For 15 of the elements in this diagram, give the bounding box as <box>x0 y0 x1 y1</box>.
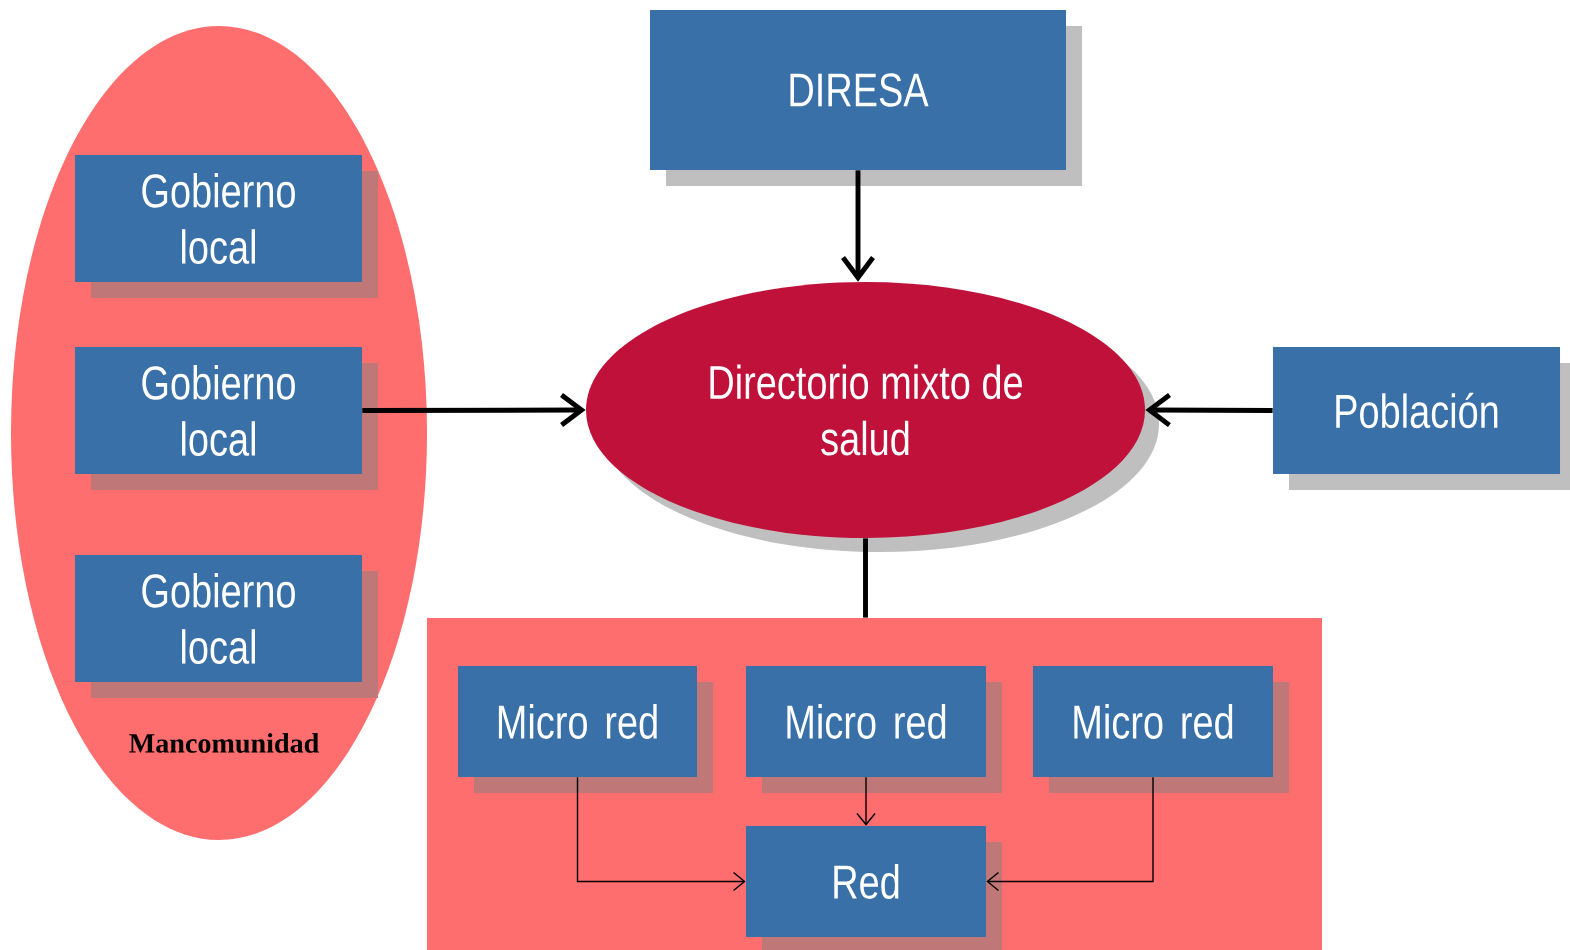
arrow <box>576 776 746 892</box>
process-box: Gobierno local <box>75 347 378 490</box>
process-box: Micro red <box>1033 666 1289 793</box>
arrow <box>1145 393 1273 428</box>
arrow <box>856 776 876 826</box>
process-box: Población <box>1273 347 1570 490</box>
process-box: Micro red <box>746 666 1002 793</box>
process-box: DIRESA <box>650 10 1082 186</box>
arrow <box>841 170 875 282</box>
arrow <box>362 393 586 427</box>
process-box: Gobierno local <box>75 555 378 698</box>
process-box: Gobierno local <box>75 155 378 298</box>
process-box: Micro red <box>458 666 713 793</box>
arrow <box>986 776 1154 892</box>
process-box: Red <box>746 826 1002 950</box>
